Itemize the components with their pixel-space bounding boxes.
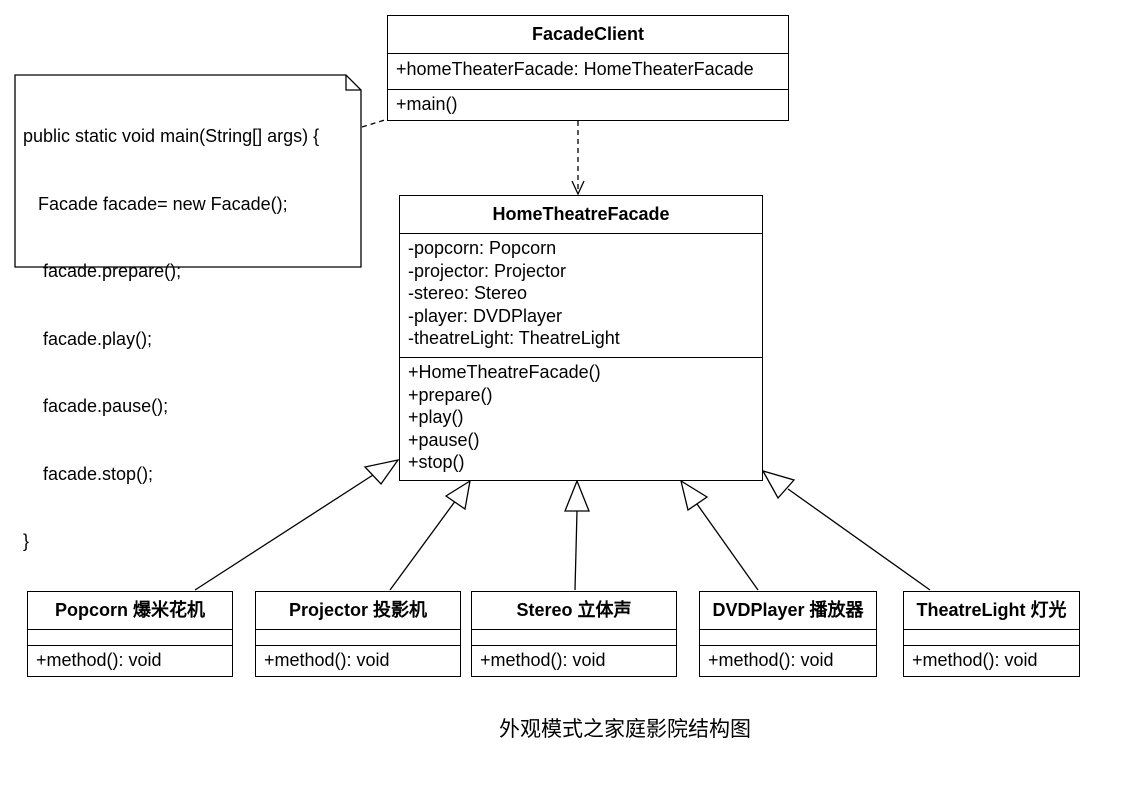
class-name: Stereo 立体声 bbox=[516, 600, 632, 620]
note-anchor-line bbox=[361, 118, 389, 128]
method: +method(): void bbox=[36, 650, 162, 670]
attribute-section bbox=[28, 629, 232, 645]
method-section: +method(): void bbox=[28, 645, 232, 675]
note-shape bbox=[14, 74, 362, 268]
method-section: +main() bbox=[388, 89, 788, 119]
generalization-theatrelight bbox=[761, 469, 931, 591]
attribute: -popcorn: Popcorn bbox=[408, 238, 557, 258]
attribute: -projector: Projector bbox=[408, 260, 567, 281]
class-facade-client: FacadeClient +homeTheaterFacade: HomeThe… bbox=[387, 15, 789, 121]
method: +method(): void bbox=[480, 650, 606, 670]
attribute: -stereo: Stereo bbox=[408, 283, 528, 303]
note-line: public static void main(String[] args) { bbox=[23, 126, 320, 146]
method-section: +HomeTheatreFacade() +prepare() +play() … bbox=[400, 357, 762, 477]
class-name: HomeTheatreFacade bbox=[492, 204, 670, 224]
class-theatrelight: TheatreLight 灯光 +method(): void bbox=[903, 591, 1080, 677]
class-home-theatre-facade: HomeTheatreFacade -popcorn: Popcorn -pro… bbox=[399, 195, 763, 481]
class-name: FacadeClient bbox=[531, 24, 645, 44]
note-line: facade.prepare(); bbox=[23, 261, 182, 281]
generalization-popcorn bbox=[194, 459, 400, 591]
method-section: +method(): void bbox=[904, 645, 1079, 675]
method: +play() bbox=[408, 407, 464, 427]
attribute-section bbox=[472, 629, 676, 645]
class-dvdplayer: DVDPlayer 播放器 +method(): void bbox=[699, 591, 877, 677]
dependency-arrow-head bbox=[571, 180, 585, 196]
attribute-section: +homeTheaterFacade: HomeTheaterFacade bbox=[388, 53, 788, 89]
note-line: facade.pause(); bbox=[23, 396, 169, 416]
method: +stop() bbox=[408, 452, 465, 472]
attribute-section bbox=[904, 629, 1079, 645]
method: +main() bbox=[396, 94, 458, 114]
method-section: +method(): void bbox=[700, 645, 876, 675]
generalization-stereo bbox=[564, 479, 590, 591]
class-popcorn: Popcorn 爆米花机 +method(): void bbox=[27, 591, 233, 677]
note-line: facade.play(); bbox=[23, 328, 153, 349]
method-section: +method(): void bbox=[256, 645, 460, 675]
method: +pause() bbox=[408, 429, 480, 450]
generalization-projector bbox=[389, 479, 471, 591]
class-projector: Projector 投影机 +method(): void bbox=[255, 591, 461, 677]
class-name: Projector 投影机 bbox=[288, 600, 428, 620]
class-name: DVDPlayer 播放器 bbox=[712, 600, 864, 620]
note-line: Facade facade= new Facade(); bbox=[23, 193, 288, 214]
attribute-section: -popcorn: Popcorn -projector: Projector … bbox=[400, 233, 762, 357]
class-name: TheatreLight 灯光 bbox=[916, 600, 1067, 620]
attribute: -player: DVDPlayer bbox=[408, 305, 563, 326]
method: +method(): void bbox=[264, 650, 390, 670]
method: +HomeTheatreFacade() bbox=[408, 362, 601, 382]
class-name: Popcorn 爆米花机 bbox=[54, 600, 205, 620]
attribute-section bbox=[256, 629, 460, 645]
method-section: +method(): void bbox=[472, 645, 676, 675]
class-stereo: Stereo 立体声 +method(): void bbox=[471, 591, 677, 677]
attribute: -theatreLight: TheatreLight bbox=[408, 328, 620, 348]
method: +method(): void bbox=[912, 650, 1038, 670]
note-line: } bbox=[23, 531, 30, 551]
note-line: facade.stop(); bbox=[23, 463, 154, 484]
generalization-dvdplayer bbox=[679, 479, 759, 591]
code-note: public static void main(String[] args) {… bbox=[23, 80, 319, 575]
attribute-section bbox=[700, 629, 876, 645]
method: +method(): void bbox=[708, 650, 834, 670]
attribute: +homeTheaterFacade: HomeTheaterFacade bbox=[396, 59, 754, 79]
method: +prepare() bbox=[408, 384, 493, 405]
diagram-caption: 外观模式之家庭影院结构图 bbox=[499, 718, 751, 741]
